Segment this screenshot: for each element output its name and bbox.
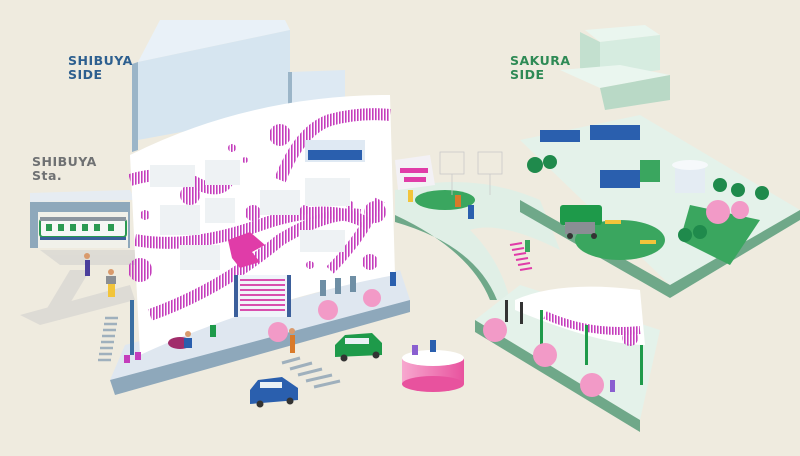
shibuya-station-label: SHIBUYA Sta. (32, 154, 97, 183)
people (84, 190, 615, 392)
cherry-trees (268, 289, 381, 342)
side-crosswalk (98, 316, 118, 362)
sakura-tower (560, 25, 670, 110)
blue-car (250, 377, 298, 408)
green-truck (560, 205, 602, 239)
shibuya-building (110, 95, 410, 395)
shibuya-station (30, 190, 135, 248)
bridge-park (395, 151, 560, 300)
shibuya-side-label: SHIBUYA SIDE (68, 53, 133, 82)
lower-terrace (475, 285, 660, 432)
green-car (335, 333, 382, 362)
crosswalk (281, 356, 341, 389)
round-stage (402, 350, 464, 392)
station-walkways (20, 250, 135, 325)
sakura-plaza (520, 115, 800, 298)
train-icon (39, 217, 127, 240)
sakura-side-label: SAKURA SIDE (510, 53, 571, 82)
